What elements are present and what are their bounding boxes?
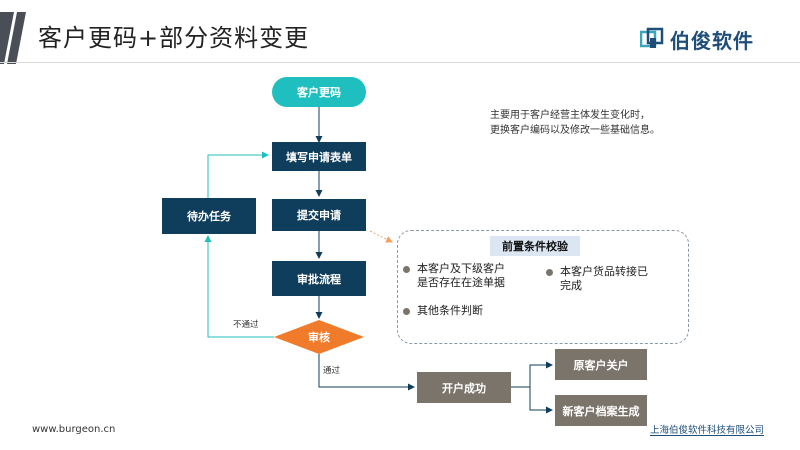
precheck-item-3-text: 其他条件判断 <box>417 304 483 317</box>
edge-split-close <box>529 361 553 387</box>
approval-process-node: 审批流程 <box>272 261 366 296</box>
open-success-node: 开户成功 <box>417 372 511 403</box>
bullet-dot-icon <box>403 266 410 273</box>
precheck-title: 前置条件校验 <box>490 236 580 256</box>
edge-review-success <box>318 354 415 391</box>
page-title: 客户更码+部分资料变更 <box>38 24 310 52</box>
todo-task-node: 待办任务 <box>162 198 256 234</box>
website-link[interactable]: www.burgeon.cn <box>32 424 116 435</box>
precheck-item-3: 其他条件判断 <box>403 304 483 318</box>
reject-label: 不通过 <box>233 320 259 330</box>
description-note: 主要用于客户经营主体发生变化时， 更换客户编码以及修改一些基础信息。 <box>490 108 660 138</box>
bullet-dot-icon <box>403 308 410 315</box>
precheck-item-2-line-1: 本客户货品转接已 <box>560 265 648 278</box>
submit-node: 提交申请 <box>272 199 366 231</box>
precheck-box <box>397 230 689 344</box>
precheck-item-2-line-2: 完成 <box>560 279 582 292</box>
note-line-1: 主要用于客户经营主体发生变化时， <box>490 110 650 121</box>
edge-split-new <box>529 387 553 414</box>
edge-submit-precheck <box>369 230 393 243</box>
header-accent-icon <box>0 12 26 64</box>
company-name: 上海伯俊软件科技有限公司 <box>650 425 765 436</box>
header-divider <box>0 62 800 63</box>
brand-logo: 伯俊软件 <box>640 24 754 54</box>
logo-text: 伯俊软件 <box>670 28 754 53</box>
review-node-label: 审核 <box>308 331 330 344</box>
review-diamond-shape <box>274 320 364 354</box>
logo-mark-icon <box>640 27 664 48</box>
start-node: 客户更码 <box>272 77 366 107</box>
bullet-dot-icon <box>546 269 553 276</box>
precheck-item-1-line-1: 本客户及下级客户 <box>417 262 505 275</box>
header-bar <box>0 10 800 68</box>
precheck-item-1: 本客户及下级客户 是否存在在途单据 <box>403 262 505 290</box>
edge-todo-fill <box>207 151 269 198</box>
fill-form-node: 填写申请表单 <box>272 142 366 171</box>
edge-review-todo <box>204 235 274 338</box>
footer-underline <box>650 435 764 436</box>
new-customer-archive-node: 新客户档案生成 <box>555 395 647 426</box>
precheck-item-1-line-2: 是否存在在途单据 <box>417 276 505 289</box>
precheck-item-2: 本客户货品转接已 完成 <box>546 265 648 293</box>
pass-label: 通过 <box>323 366 341 376</box>
note-line-2: 更换客户编码以及修改一些基础信息。 <box>490 125 660 136</box>
close-old-customer-node: 原客户关户 <box>555 349 647 380</box>
